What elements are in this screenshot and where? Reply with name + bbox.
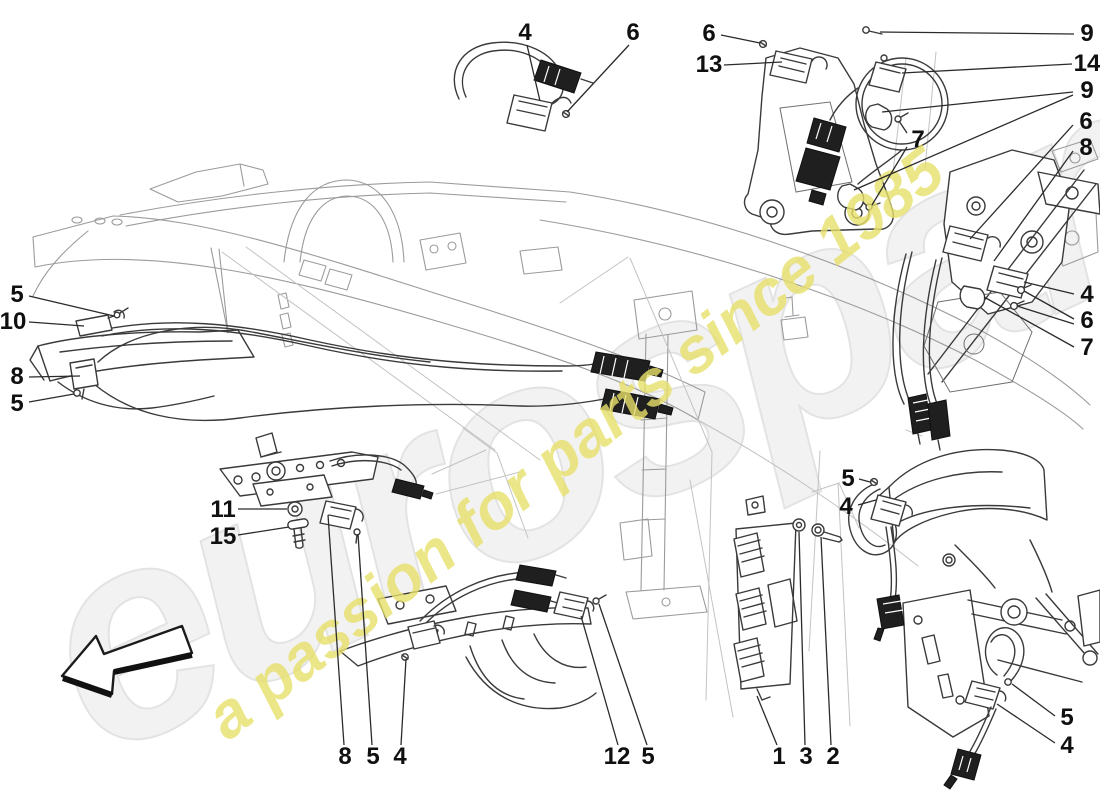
leader-line-5 <box>1011 683 1056 717</box>
leader-line-6 <box>720 34 761 44</box>
leader-line-15 <box>237 526 290 536</box>
leader-line-8 <box>327 514 345 746</box>
leader-line-7 <box>983 296 1075 348</box>
leader-line-5 <box>28 295 115 317</box>
top-cable-switch <box>453 41 594 132</box>
leader-line-7 <box>898 120 908 134</box>
leader-line-12 <box>580 615 619 746</box>
leader-lines <box>28 31 1075 746</box>
left-latch-assembly <box>29 307 674 422</box>
ecu-unit <box>733 495 843 701</box>
top-right-bracket-group <box>743 26 949 236</box>
leader-line-5 <box>28 393 75 403</box>
leader-line-4 <box>526 44 541 102</box>
leader-line-5 <box>598 603 648 746</box>
leader-line-4 <box>400 658 407 746</box>
leader-line-13 <box>723 61 783 66</box>
leader-line-6 <box>969 124 1074 240</box>
leader-line-9 <box>879 31 1075 35</box>
leader-line-8 <box>28 375 81 378</box>
direction-arrow <box>60 624 194 698</box>
leader-line-4 <box>1023 281 1075 295</box>
leader-line-1 <box>756 695 778 746</box>
leader-line-14 <box>901 63 1073 74</box>
leader-line-5 <box>357 533 373 746</box>
right-cluster <box>892 149 1100 451</box>
leader-line-5 <box>858 478 871 483</box>
sector-assembly <box>339 564 607 710</box>
leader-line-6 <box>1016 305 1075 325</box>
leader-line-7 <box>871 146 908 206</box>
leader-line-8 <box>993 150 1074 262</box>
leader-line-6 <box>566 44 630 113</box>
leader-line-9 <box>881 91 1074 113</box>
leader-line-4 <box>996 703 1056 744</box>
leader-line-4 <box>857 499 877 506</box>
cover-assembly <box>848 448 1100 790</box>
leader-line-2 <box>820 536 832 746</box>
leader-line-6 <box>1023 290 1075 320</box>
leader-line-3 <box>798 531 806 746</box>
leader-line-10 <box>28 321 85 327</box>
